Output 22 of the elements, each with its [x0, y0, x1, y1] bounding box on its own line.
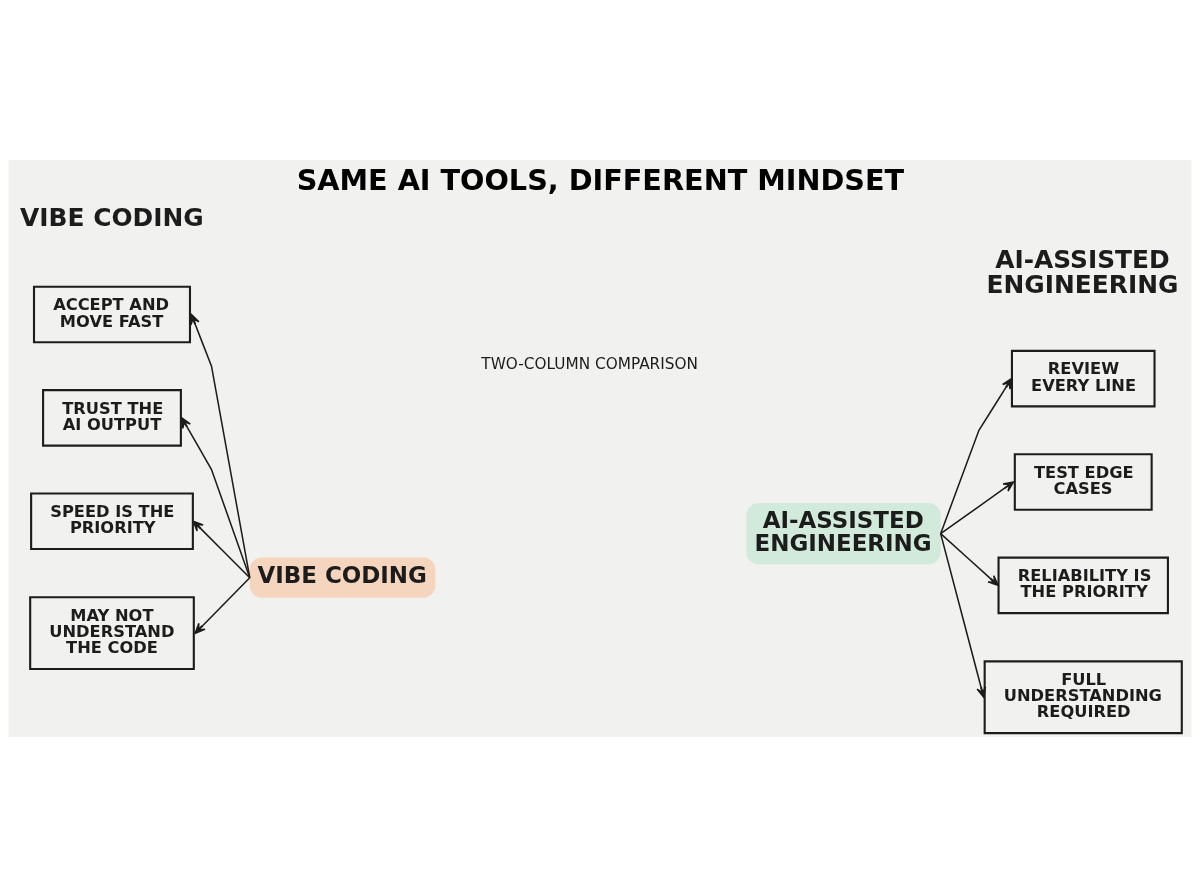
arrow — [939, 532, 987, 698]
node-box: TRUST THE AI OUTPUT — [42, 388, 182, 447]
arrow — [192, 519, 251, 578]
arrow — [181, 416, 251, 578]
label: VIBE CODING — [20, 202, 204, 232]
node-box: AI-ASSISTED ENGINEERING — [746, 502, 941, 564]
arrow — [939, 532, 999, 586]
label: TWO-COLUMN COMPARISON — [481, 354, 698, 373]
node-box: REVIEW EVERY LINE — [1010, 349, 1156, 407]
node-box: RELIABILITY IS THE PRIORITY — [997, 556, 1169, 614]
label: AI-ASSISTED ENGINEERING — [986, 244, 1179, 299]
node-box: FULL UNDERSTANDING REQUIRED — [983, 659, 1183, 734]
arrow — [939, 377, 1013, 534]
node-box: ACCEPT AND MOVE FAST — [32, 285, 192, 343]
arrow — [939, 480, 1015, 534]
arrow — [194, 576, 251, 634]
node-box: VIBE CODING — [249, 557, 436, 598]
diagram-title: SAME AI TOOLS, DIFFERENT MINDSET — [296, 162, 905, 197]
node-box: TEST EDGE CASES — [1013, 452, 1153, 511]
arrow — [190, 313, 251, 578]
node-box: MAY NOT UNDERSTAND THE CODE — [29, 595, 195, 670]
node-box: SPEED IS THE PRIORITY — [30, 491, 194, 550]
